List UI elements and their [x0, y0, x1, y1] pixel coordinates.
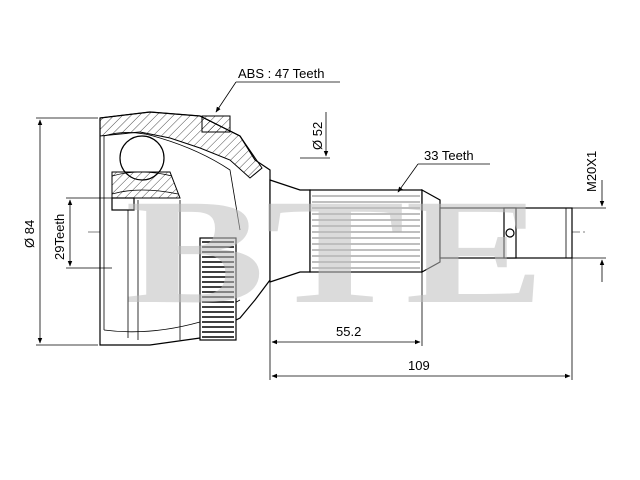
abs-ring: [199, 115, 237, 341]
label-abs: ABS : 47 Teeth: [238, 66, 325, 81]
stub-shaft: [269, 179, 573, 283]
label-d84: Ø 84: [22, 220, 37, 248]
dim-29teeth: 29Teeth: [52, 197, 112, 269]
dim-d52: Ø 52: [300, 112, 330, 159]
label-thread: M20X1: [584, 151, 599, 192]
watermark-logo: BTE: [125, 169, 545, 335]
dim-thread: M20X1: [572, 151, 606, 282]
label-spline: 33 Teeth: [424, 148, 474, 163]
dim-spline: 33 Teeth: [397, 148, 490, 193]
dim-d84: Ø 84: [22, 117, 98, 346]
label-29teeth: 29Teeth: [52, 214, 67, 260]
label-55: 55.2: [336, 324, 361, 339]
dim-109: 109: [271, 258, 573, 380]
label-d52: Ø 52: [310, 122, 325, 150]
dim-55: 55.2: [269, 272, 423, 380]
label-109: 109: [408, 358, 430, 373]
dim-abs: ABS : 47 Teeth: [215, 66, 340, 113]
ball-and-cage: [111, 135, 181, 211]
